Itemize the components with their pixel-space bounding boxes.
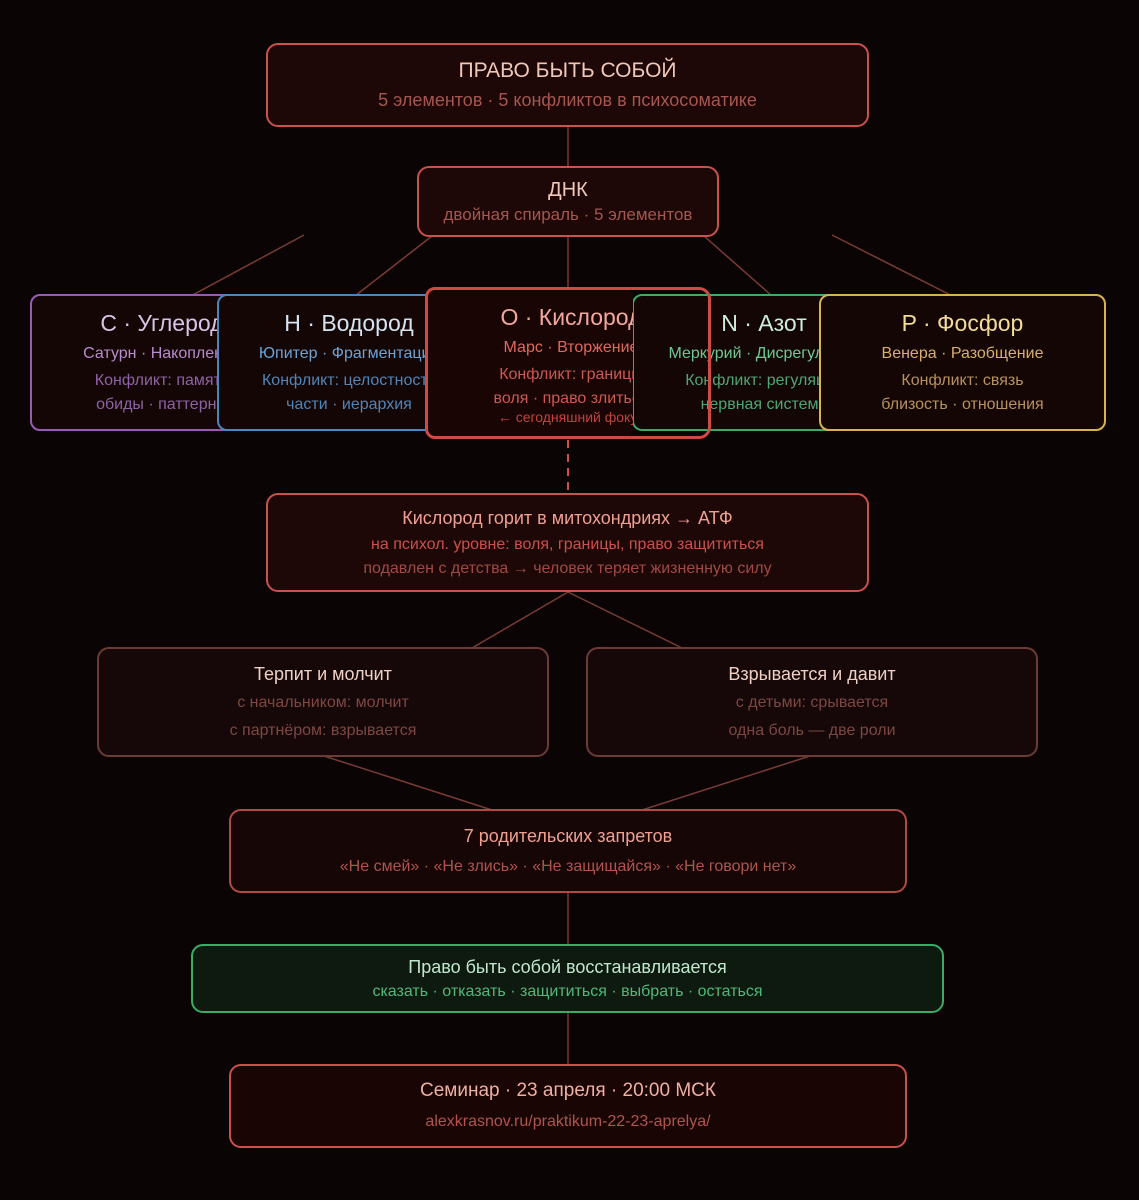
element-oxygen-symbol: O · Кислород <box>500 304 642 330</box>
restoration-node: Право быть собой восстанавливается сказа… <box>191 944 944 1013</box>
dna-title: ДНК <box>548 178 588 201</box>
connector-right-prohibitions <box>641 755 811 811</box>
pattern-silent-title: Терпит и молчит <box>254 664 392 684</box>
element-oxygen-themes: воля · право злиться <box>493 390 649 407</box>
element-phosphorus-themes: близость · отношения <box>881 396 1044 413</box>
element-oxygen: O · Кислород Марс · Вторжение Конфликт: … <box>425 287 649 439</box>
oxygen-detail-node: Кислород горит в митохондриях → АТФ на п… <box>266 493 869 592</box>
element-carbon-conflict: Конфликт: память <box>94 372 230 389</box>
pattern-silent-line1: с начальником: молчит <box>237 694 409 711</box>
pattern-node-silent: Терпит и молчит с начальником: молчит с … <box>97 647 549 757</box>
pattern-silent-line2: с партнёром: взрывается <box>229 722 417 739</box>
oxygen-detail-line2: подавлен с детства → человек теряет жизн… <box>363 559 772 577</box>
connector-dna-nitrogen <box>703 235 773 297</box>
prohibitions-node: 7 родительских запретов «Не смей» · «Не … <box>229 809 907 893</box>
element-phosphorus-conflict: Конфликт: связь <box>901 372 1024 389</box>
element-nitrogen-symbol: N · Азот <box>721 310 807 336</box>
connector-detail-left <box>471 591 569 649</box>
element-nitrogen-themes: нервная система <box>700 396 828 413</box>
seminar-link[interactable]: alexkrasnov.ru/praktikum-22-23-aprelya/ <box>425 1113 711 1130</box>
root-node: ПРАВО БЫТЬ СОБОЙ 5 элементов · 5 конфлик… <box>266 43 869 127</box>
dna-node: ДНК двойная спираль · 5 элементов <box>417 166 719 237</box>
element-nitrogen-conflict: Конфликт: регуляция <box>685 372 843 389</box>
element-phosphorus-symbol: P · Фосфор <box>901 310 1024 336</box>
seminar-title: Семинар · 23 апреля · 20:00 МСК <box>420 1080 716 1101</box>
pattern-explosive-title: Взрывается и давит <box>728 664 896 684</box>
element-oxygen-focus-note: ← сегодняшний фокус <box>497 409 645 425</box>
connector-detail-right <box>567 591 683 649</box>
prohibitions-title: 7 родительских запретов <box>463 826 673 846</box>
element-carbon-symbol: C · Углерод <box>100 310 224 336</box>
root-title: ПРАВО БЫТЬ СОБОЙ <box>458 59 677 82</box>
oxygen-detail-title: Кислород горит в митохондриях → АТФ <box>402 507 733 528</box>
dna-subtitle: двойная спираль · 5 элементов <box>443 204 693 224</box>
element-hydrogen-symbol: H · Водород <box>284 310 414 336</box>
element-phosphorus-planet: Венера · Разобщение <box>881 345 1044 362</box>
element-carbon-themes: обиды · паттерны <box>96 396 228 413</box>
element-hydrogen-planet: Юпитер · Фрагментация <box>258 345 440 362</box>
pattern-node-explosive: Взрывается и давит с детьми: срывается о… <box>586 647 1038 757</box>
restoration-title: Право быть собой восстанавливается <box>408 956 727 977</box>
pattern-explosive-line1: с детьми: срывается <box>735 694 889 711</box>
restoration-subtitle: сказать · отказать · защититься · выбрат… <box>372 982 763 1000</box>
element-oxygen-planet: Марс · Вторжение <box>503 339 639 356</box>
connector-left-prohibitions <box>323 755 493 811</box>
seminar-node: Семинар · 23 апреля · 20:00 МСК alexkras… <box>229 1064 907 1148</box>
oxygen-detail-line1: на психол. уровне: воля, границы, право … <box>371 535 764 553</box>
connector-dna-hydrogen <box>354 235 433 297</box>
element-oxygen-conflict: Конфликт: границы <box>499 366 643 383</box>
pattern-explosive-line2: одна боль — две роли <box>728 722 896 739</box>
element-carbon-planet: Сатурн · Накопление <box>83 345 241 362</box>
prohibitions-subtitle: «Не смей» · «Не злись» · «Не защищайся» … <box>339 858 797 875</box>
element-nitrogen-planet: Меркурий · Дисрегуляция <box>668 345 860 362</box>
element-phosphorus: P · Фосфор Венера · Разобщение Конфликт:… <box>819 294 1106 431</box>
element-hydrogen-themes: части · иерархия <box>286 396 412 413</box>
element-hydrogen-conflict: Конфликт: целостность <box>261 372 437 389</box>
root-subtitle: 5 элементов · 5 конфликтов в психосомати… <box>378 90 757 110</box>
